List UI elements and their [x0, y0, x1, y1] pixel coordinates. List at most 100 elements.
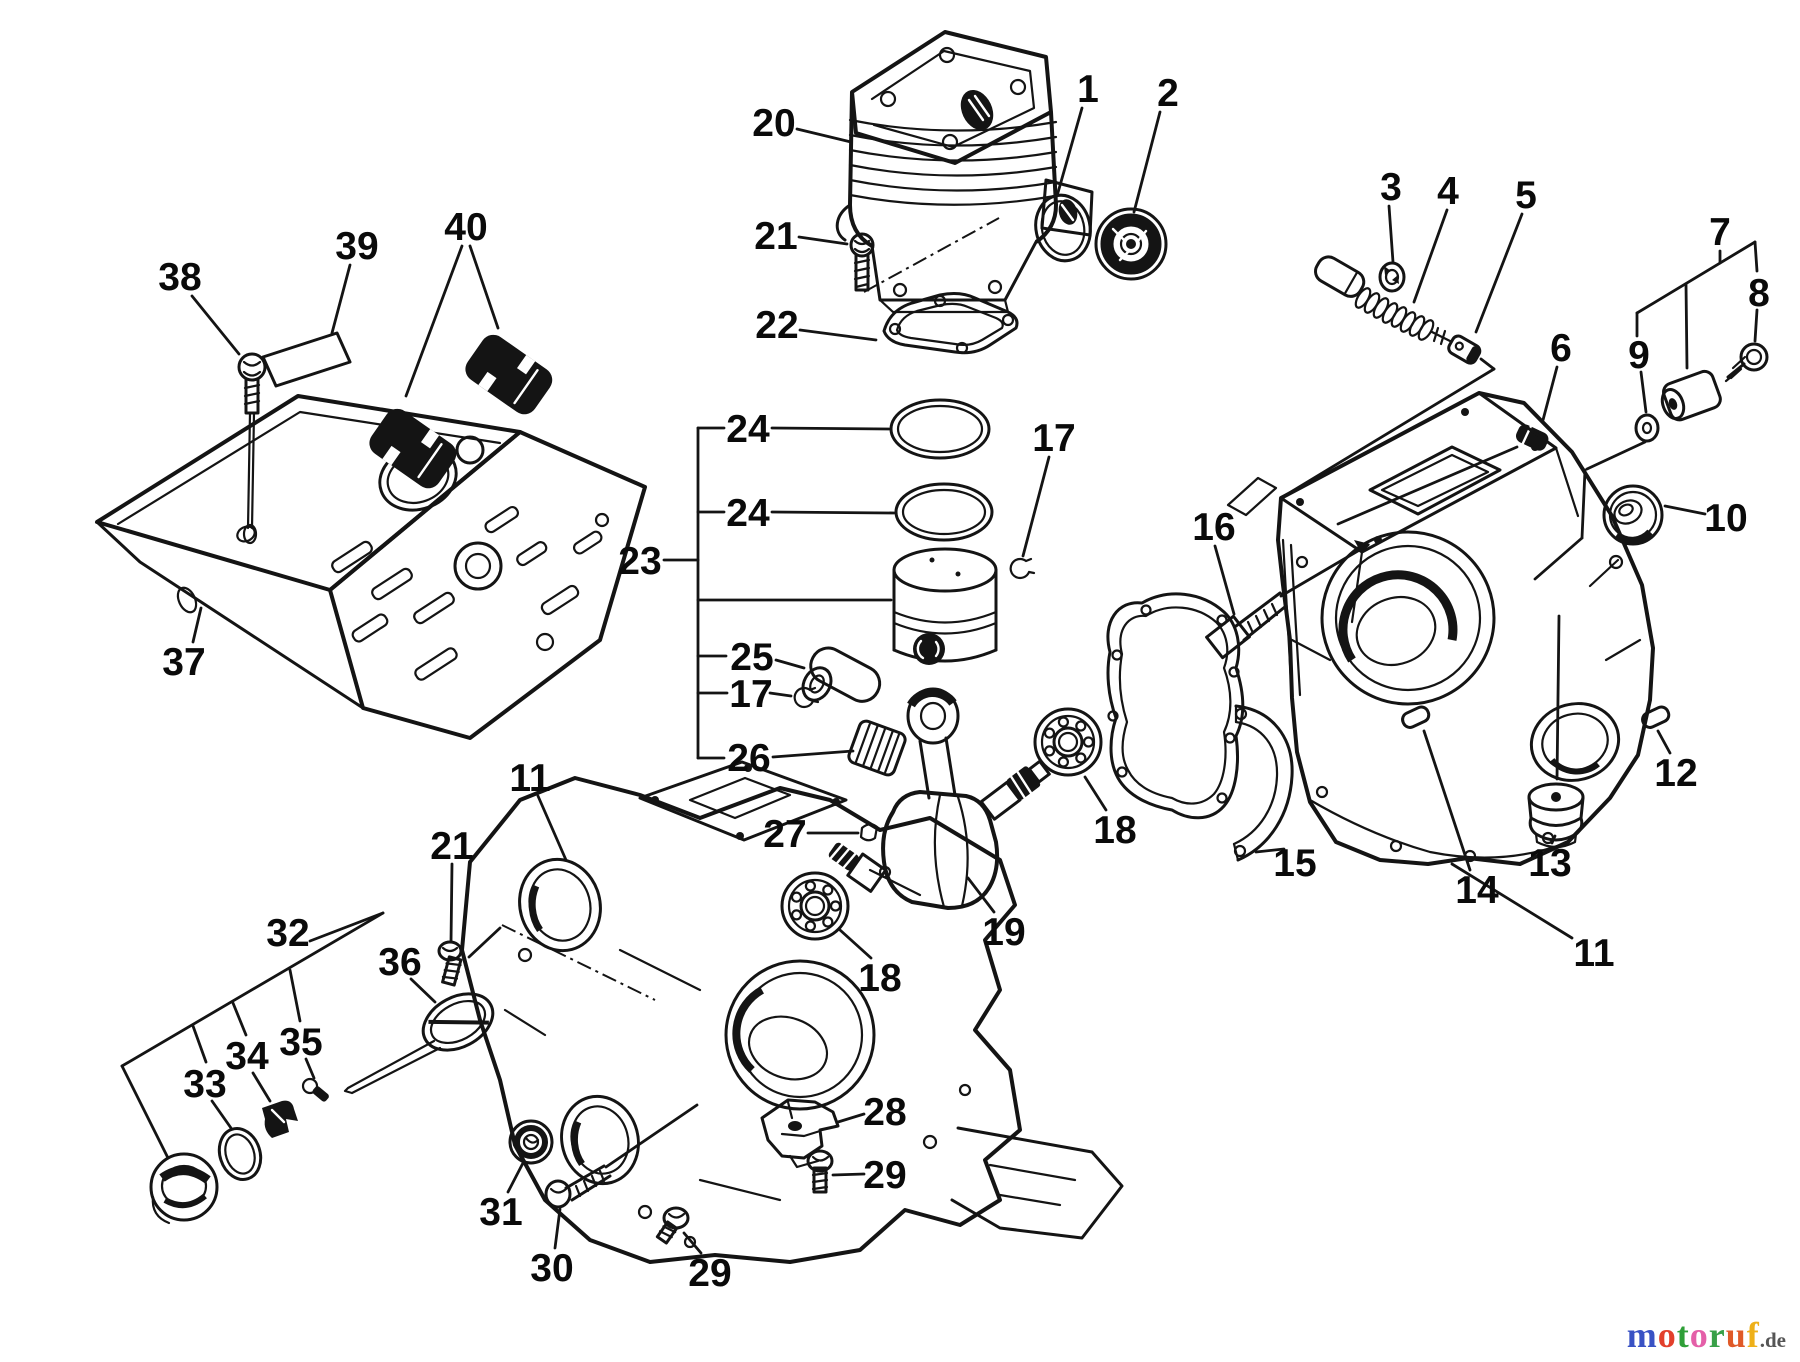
leader-9: [1639, 370, 1648, 414]
callout-30-label: 30: [530, 1247, 573, 1290]
callout-27-label: 27: [763, 813, 806, 856]
aux-line-3: [1279, 543, 1370, 598]
callout-23-label: 23: [618, 540, 661, 583]
crankcase-gasket-15-drawing: [1106, 592, 1294, 862]
callout-24-a-label: 24: [726, 408, 770, 451]
cylinder-gasket-drawing: [882, 292, 1019, 355]
leader-35: [304, 1057, 316, 1080]
callout-17-upper-label: 17: [1032, 417, 1075, 460]
watermark-letter: m: [1626, 1315, 1658, 1355]
leader-32: [191, 1024, 208, 1064]
bearing-18-right-drawing: [1033, 707, 1103, 777]
watermark-letter: r: [1708, 1315, 1726, 1355]
leader-40: [468, 244, 500, 330]
aux-line-7: [467, 926, 502, 959]
screw-29-bottom-drawing: [655, 1206, 690, 1245]
o-ring-1-drawing: [1034, 193, 1092, 263]
isolator-mounts-drawing: [369, 334, 553, 489]
callout-9-label: 9: [1628, 334, 1650, 377]
leader-32: [120, 911, 385, 1068]
callout-37-label: 37: [162, 641, 205, 684]
callout-39-label: 39: [335, 225, 378, 268]
leader-4: [1412, 208, 1449, 304]
callout-11-right-label: 11: [1573, 932, 1614, 975]
callout-33-label: 33: [183, 1063, 226, 1106]
woodruff-key-drawing: [859, 823, 879, 842]
leader-7: [1753, 240, 1759, 273]
watermark-suffix: .de: [1759, 1328, 1786, 1352]
watermark-motoruf: motoruf.de: [1627, 1314, 1786, 1356]
leader-16: [1213, 544, 1236, 616]
watermark-letters: motoruf: [1627, 1315, 1760, 1355]
plug-2-drawing: [1094, 207, 1168, 281]
screw-38-drawing: [237, 352, 267, 545]
leader-40: [404, 244, 464, 398]
watermark-letter: f: [1746, 1315, 1760, 1355]
callout-18-left-label: 18: [858, 957, 901, 1000]
chain-catcher-28-drawing: [760, 1098, 840, 1169]
callout-4-label: 4: [1437, 170, 1459, 213]
leader-32: [231, 1001, 248, 1037]
leader-28: [836, 1112, 866, 1124]
washer-9-drawing: [1634, 413, 1660, 443]
leader-21-left: [449, 862, 454, 944]
callout-21-left-label: 21: [430, 825, 473, 868]
oil-seal-31-drawing: [508, 1119, 554, 1165]
leader-38: [190, 294, 241, 356]
leader-14: [1422, 729, 1472, 872]
piston-drawing: [892, 547, 998, 665]
leader-7: [1635, 240, 1757, 315]
aux-line-1: [1284, 367, 1496, 497]
retainer-rod-36-drawing: [343, 992, 495, 1095]
callout-35-label: 35: [279, 1021, 322, 1064]
callout-21-top-label: 21: [754, 215, 797, 258]
screw-21-left-drawing: [437, 940, 463, 987]
watermark-letter: t: [1676, 1315, 1690, 1355]
circlip-upper-drawing: [1009, 557, 1036, 580]
bushing-7-drawing: [1660, 369, 1722, 422]
callout-20-label: 20: [752, 102, 795, 145]
aux-line-5: [1580, 468, 1587, 540]
leader-29-bottom: [682, 1231, 703, 1255]
callout-14-label: 14: [1455, 869, 1499, 912]
screw-8-drawing: [1724, 342, 1769, 383]
callout-29-right-label: 29: [863, 1154, 906, 1197]
leader-17-upper: [1021, 455, 1051, 558]
leader-24-a: [770, 426, 891, 431]
wrist-pin-drawing: [801, 646, 882, 703]
leader-22: [798, 328, 878, 342]
fuel-cap-drawing: [149, 1152, 219, 1225]
leader-30: [553, 1207, 562, 1250]
leader-12: [1656, 729, 1672, 755]
leader-32: [120, 1064, 170, 1160]
leader-15: [1254, 847, 1286, 854]
watermark-letter: o: [1657, 1315, 1677, 1355]
aux-line-4: [1585, 440, 1647, 471]
leader-18-left: [838, 928, 873, 960]
aux-line-8: [501, 924, 656, 1001]
callout-10-label: 10: [1704, 497, 1747, 540]
callout-36-label: 36: [378, 941, 421, 984]
callout-28-label: 28: [863, 1091, 906, 1134]
callout-11-left-label: 11: [509, 757, 550, 800]
leader-21-top: [797, 235, 849, 246]
leader-7: [1684, 282, 1689, 370]
leader-10: [1663, 504, 1707, 516]
leader-36: [409, 977, 437, 1004]
screw-29-right-drawing: [806, 1149, 834, 1194]
crankshaft-drawing: [828, 687, 1051, 910]
aux-line-2: [1336, 445, 1519, 526]
watermark-letter: o: [1689, 1315, 1709, 1355]
label-sticker-drawing: [261, 331, 352, 388]
pin-12-drawing: [1641, 705, 1671, 729]
leader-2: [1132, 110, 1162, 214]
leader-lines-layer: [120, 106, 1759, 1255]
aux-line-0: [1479, 357, 1496, 371]
crankcase-right-drawing: [1226, 391, 1655, 866]
callout-22-label: 22: [755, 304, 798, 347]
watermark-letter: u: [1725, 1315, 1747, 1355]
screw-35-drawing: [301, 1077, 329, 1102]
leader-24-b: [770, 510, 896, 515]
aux-line-6: [1533, 536, 1584, 581]
